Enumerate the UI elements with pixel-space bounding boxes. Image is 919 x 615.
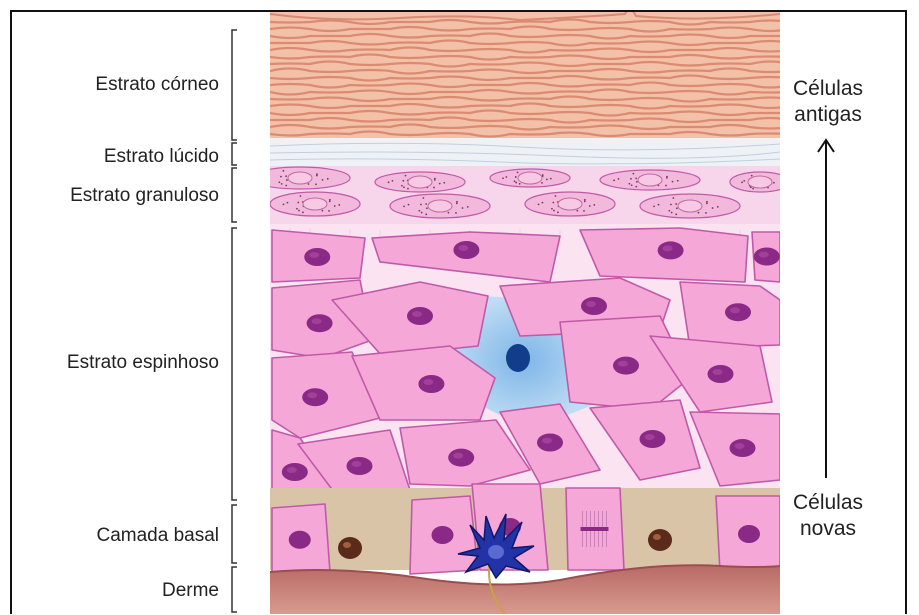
- celulas-antigas-line2: antigas: [773, 102, 883, 128]
- granular-cell: [640, 194, 740, 218]
- label-celulas-antigas: Células antigas: [773, 76, 883, 128]
- granular-cell: [250, 167, 350, 189]
- pigmented-basal-cell: [338, 537, 362, 559]
- stratum-lucidum-layer: [270, 138, 780, 168]
- celulas-novas-line1: Células: [773, 490, 883, 516]
- corneum-keratin-lines: [270, 20, 790, 137]
- spinous-cell: [272, 230, 365, 282]
- granular-cell: [270, 192, 360, 216]
- granular-cell: [375, 172, 465, 192]
- granular-cell: [490, 169, 570, 187]
- basal-cell: [716, 496, 780, 572]
- label-derme: Derme: [162, 580, 219, 602]
- label-estrato-corneo: Estrato córneo: [95, 74, 219, 96]
- celulas-novas-line2: novas: [773, 516, 883, 542]
- label-celulas-novas: Células novas: [773, 490, 883, 542]
- basal-cell: [410, 496, 478, 574]
- spinous-cell: [680, 282, 780, 348]
- label-estrato-granuloso: Estrato granuloso: [70, 185, 219, 207]
- spinous-cell: [580, 228, 748, 282]
- label-estrato-lucido: Estrato lúcido: [104, 146, 219, 168]
- pigmented-basal-cell: [648, 529, 672, 551]
- granular-cell: [600, 170, 700, 190]
- dermis-layer: [270, 565, 780, 614]
- layer-brackets: [232, 30, 237, 612]
- granular-cell: [390, 194, 490, 218]
- celulas-antigas-line1: Células: [773, 76, 883, 102]
- renewal-arrow: [818, 140, 834, 478]
- spinous-cell: [752, 232, 780, 282]
- basal-cell: [272, 504, 330, 575]
- label-camada-basal: Camada basal: [96, 525, 219, 547]
- langerhans-nucleus: [506, 344, 530, 372]
- granular-cell: [525, 192, 615, 216]
- granular-cell: [730, 172, 790, 192]
- dividing-basal-cell: [566, 488, 624, 570]
- label-estrato-espinhoso: Estrato espinhoso: [67, 352, 219, 374]
